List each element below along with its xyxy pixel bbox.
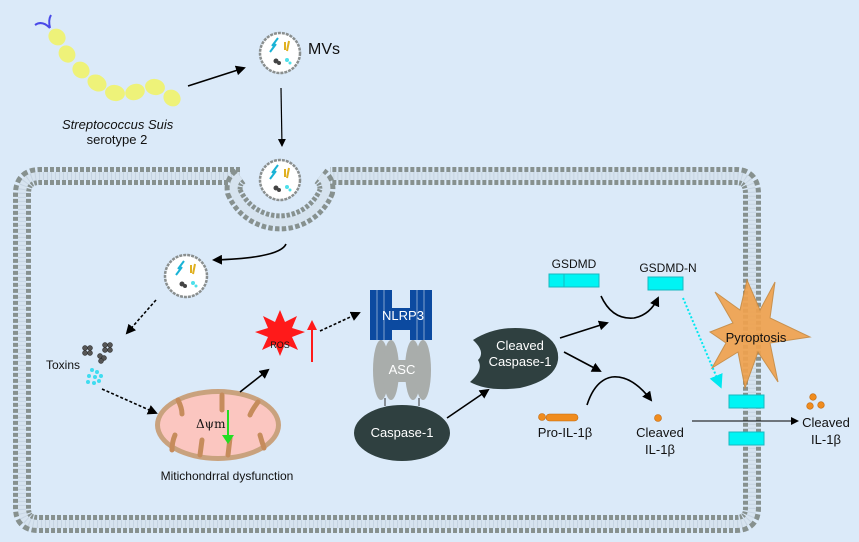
asc-label: ASC: [388, 362, 416, 377]
cleaved-il-1b-line1-label: Cleaved: [636, 425, 684, 440]
mitochondrion-icon: [155, 389, 281, 461]
gsdmd-n-label: GSDMD-N: [639, 261, 697, 275]
mvs-label: MVs: [308, 41, 340, 58]
arrow-cleaved-to-gsdmd: [559, 320, 609, 339]
bacterium-serotype-label: serotype 2: [86, 132, 148, 147]
mito-dysfunction-label: Mitichondrral dysfunction: [160, 469, 294, 483]
cleaved-il-1b-molecule: [654, 414, 662, 422]
ros-starburst-icon: [255, 310, 305, 356]
arrow-il1b-cleavage: [586, 376, 653, 406]
arrow-toxins-to-mito: [101, 388, 158, 415]
arrow-bacterium-to-mvs: [187, 65, 246, 87]
ros-label: ROS: [270, 340, 290, 350]
arrow-cleaved-to-il1b: [563, 351, 602, 372]
arrow-vesicle-to-toxins: [125, 299, 157, 335]
cleaved-il-1b-line2-label: IL-1β: [645, 442, 675, 457]
cleaved-caspase-1-node: [470, 327, 559, 390]
released-il-1b-molecules: [806, 393, 825, 410]
caspase-1-node: [354, 405, 450, 461]
cell-membrane: [13, 167, 761, 533]
asc-adaptor: [373, 340, 431, 406]
arrow-caspase-to-cleaved: [446, 388, 490, 419]
arrow-gsdmd-n-to-pore: [682, 297, 723, 389]
membrane-vesicle-icon: [163, 253, 209, 299]
gsdmd-pore-lower: [728, 431, 765, 446]
arrow-ros-to-nlrp3: [319, 311, 361, 332]
toxin-particles-icon: [82, 342, 113, 385]
nlrp3-label: NLRP3: [382, 308, 424, 323]
increase-arrow-icon: [307, 320, 317, 362]
endocytic-pit: [224, 168, 336, 232]
released-il-1b-line1-label: Cleaved: [802, 415, 850, 430]
caspase-1-label: Caspase-1: [370, 425, 434, 440]
arrow-endocytosis-to-vesicle: [212, 243, 287, 265]
nlrp3-complex: [370, 290, 432, 340]
gsdmd-pore-upper: [728, 394, 765, 409]
released-il-1b-line2-label: IL-1β: [811, 432, 841, 447]
gsdmd-n-protein: [647, 276, 684, 291]
pathway-arrows: [101, 65, 799, 425]
cleaved-caspase-line1-label: Cleaved: [496, 338, 544, 353]
pro-il-1b-molecule: [538, 413, 579, 422]
toxins-label: Toxins: [46, 358, 81, 372]
arrow-mito-to-ros: [239, 368, 270, 393]
gsdmd-protein: [548, 273, 600, 288]
gsdmd-label: GSDMD: [551, 257, 597, 271]
streptococcus-chain-icon: [34, 14, 181, 107]
membrane-vesicle-icon: [258, 31, 302, 75]
bacterium-name-label: Streptococcus Suis: [62, 117, 174, 132]
membrane-vesicle-icon: [258, 158, 302, 202]
pyroptosis-starburst-icon: [708, 278, 812, 390]
cleaved-caspase-line2-label: Caspase-1: [488, 354, 552, 369]
pro-il-1b-label: Pro-IL-1β: [537, 425, 593, 440]
arrow-mvs-to-cell: [277, 87, 286, 147]
arrow-gsdmd-cleavage: [600, 295, 660, 319]
delta-psi-label: Δψm: [196, 417, 226, 431]
pyroptosis-label: Pyroptosis: [725, 330, 787, 345]
